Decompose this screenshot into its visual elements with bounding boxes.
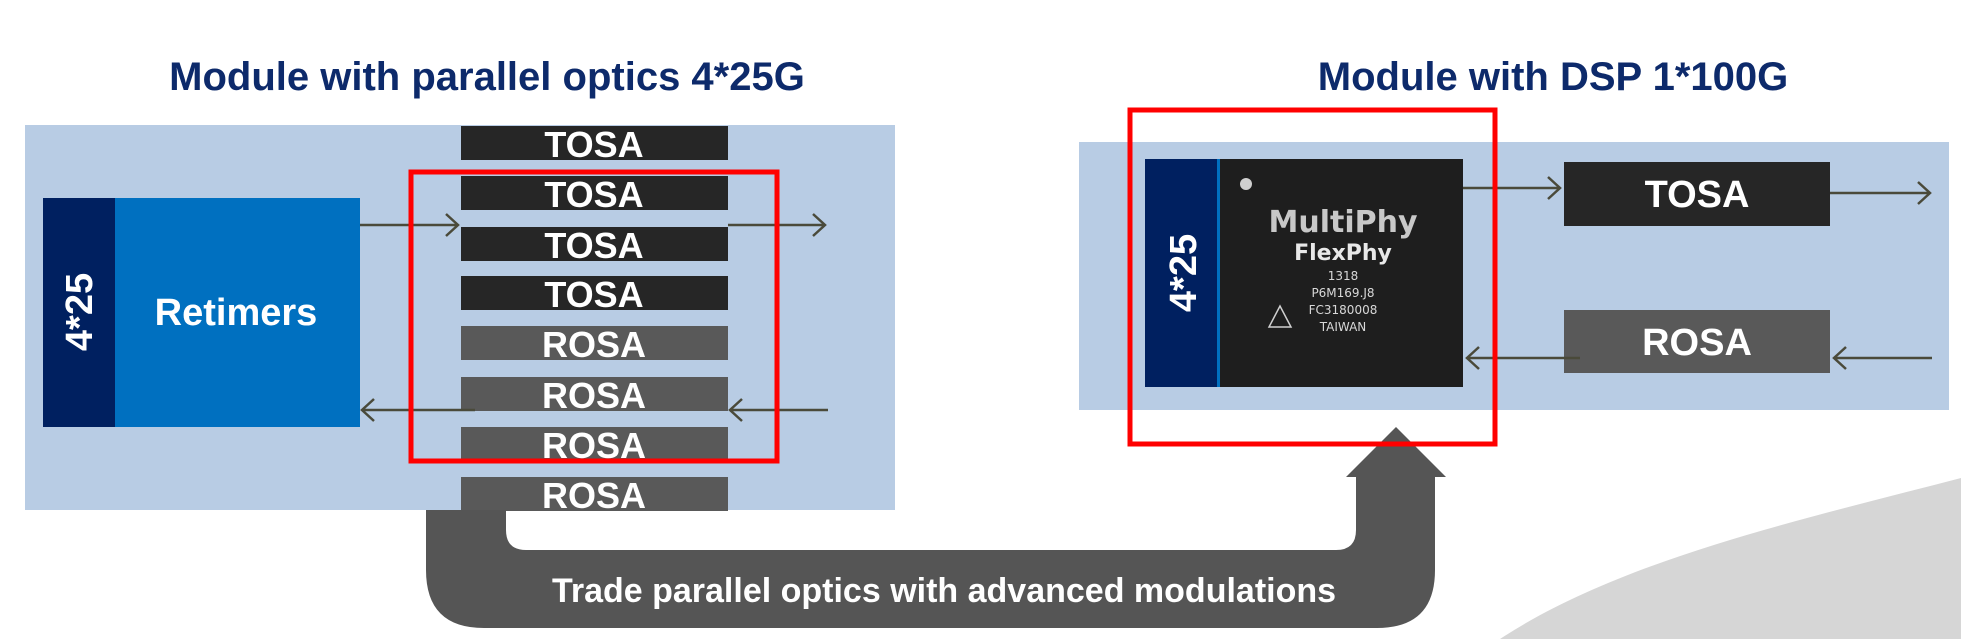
right-lane-label: 4*25 (1163, 234, 1205, 312)
right-module-title: Module with DSP 1*100G (1318, 55, 1789, 99)
bar-label: ROSA (542, 324, 646, 365)
tosa-bar: TOSA (461, 174, 728, 215)
bar-label: TOSA (544, 174, 643, 215)
arrow-left-icon (360, 398, 475, 422)
left-lane-label: 4*25 (59, 273, 101, 351)
retimers-block (115, 198, 360, 427)
bar-label: TOSA (544, 274, 643, 315)
transition-arrow (426, 427, 1446, 628)
rosa-bar: ROSA (461, 375, 728, 416)
bar-label: TOSA (544, 124, 643, 165)
bar-label: ROSA (542, 375, 646, 416)
chip-line3: FC3180008 (1309, 303, 1378, 317)
rosa-bar: ROSA (461, 324, 728, 365)
background-swoosh (1500, 478, 1961, 639)
tosa-bar: TOSA (461, 124, 728, 165)
chip-line2: P6M169.J8 (1311, 286, 1374, 300)
rosa-bar: ROSA (461, 425, 728, 466)
right-rosa-label: ROSA (1642, 322, 1752, 364)
optics-bars: TOSA TOSA TOSA TOSA ROSA ROSA ROSA ROSA (461, 124, 728, 516)
right-arrows (1463, 176, 1932, 370)
right-highlight-box (1127, 107, 1498, 447)
tosa-bar: TOSA (461, 225, 728, 266)
bar-label: TOSA (544, 225, 643, 266)
arrow-right-icon (1463, 176, 1562, 200)
pin1-dot-icon (1240, 178, 1252, 190)
chip-line1: 1318 (1328, 269, 1359, 283)
arrow-left-icon (1465, 346, 1580, 370)
rosa-bar: ROSA (461, 475, 728, 516)
retimers-label: Retimers (155, 292, 318, 334)
tosa-bar: TOSA (461, 274, 728, 315)
right-tosa-label: TOSA (1645, 174, 1750, 216)
arrow-left-icon (1832, 346, 1932, 370)
left-lane-block (43, 198, 115, 427)
chip-product: FlexPhy (1294, 241, 1392, 266)
warning-triangle-icon (1267, 304, 1293, 328)
bar-label: ROSA (542, 475, 646, 516)
left-highlight-box (408, 169, 780, 464)
transition-caption: Trade parallel optics with advanced modu… (552, 572, 1336, 610)
right-rosa-bar: ROSA (1564, 310, 1830, 373)
chip-brand: MultiPhy (1268, 205, 1417, 240)
right-lane-block (1145, 159, 1219, 387)
chip-line4: TAIWAN (1319, 320, 1367, 334)
arrow-right-icon (1830, 181, 1932, 205)
left-module-title: Module with parallel optics 4*25G (169, 55, 805, 99)
dsp-chip: MultiPhy FlexPhy 1318 P6M169.J8 FC318000… (1220, 159, 1463, 387)
right-tosa-bar: TOSA (1564, 162, 1830, 226)
lane-divider (1217, 159, 1220, 387)
